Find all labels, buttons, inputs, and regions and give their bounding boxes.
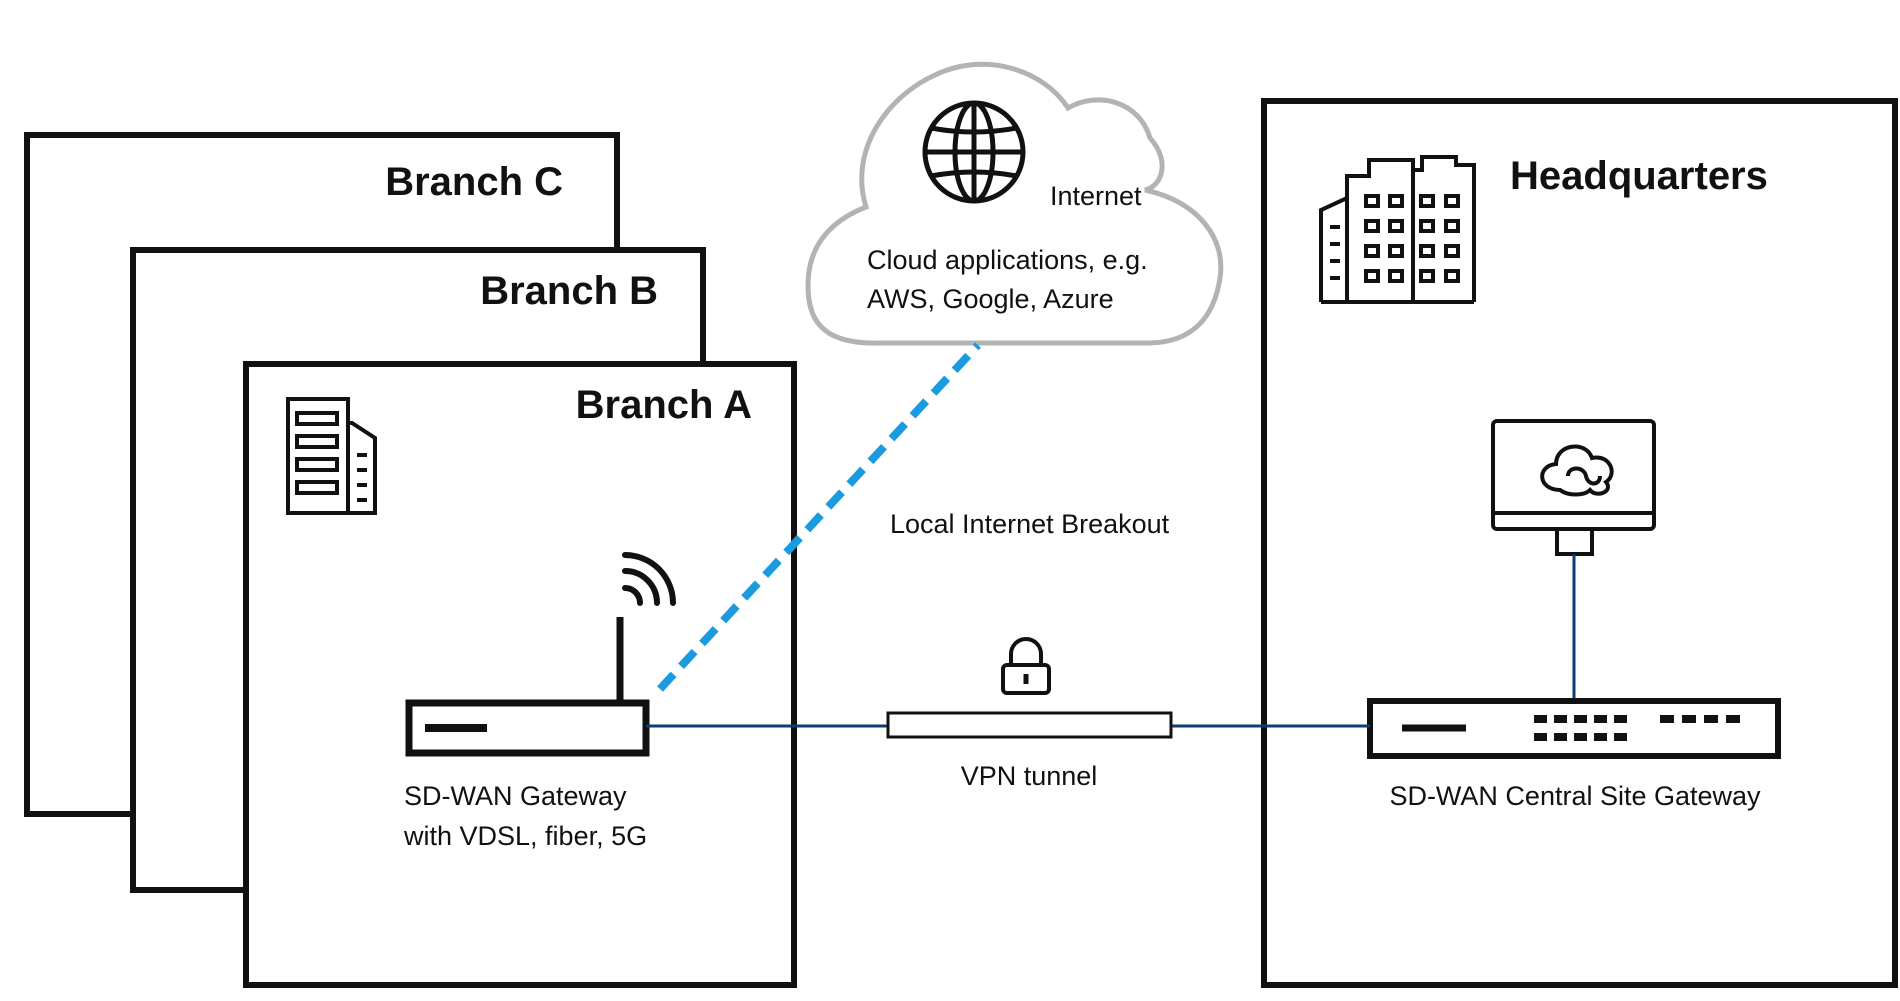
local-breakout-label: Local Internet Breakout [890, 509, 1170, 539]
sdwan-gateway-router [405, 699, 650, 757]
internet-cloud: Internet Cloud applications, e.g. AWS, G… [805, 61, 1224, 346]
headquarters-title: Headquarters [1510, 154, 1768, 198]
cloud-outline [805, 61, 1224, 346]
office-building-icon [286, 397, 377, 515]
central-site-gateway-switch [1367, 698, 1781, 759]
branch-a-title: Branch A [576, 383, 752, 427]
internet-label: Internet [1050, 181, 1142, 211]
padlock-icon [1001, 637, 1051, 695]
cloud-server-icon [1491, 419, 1656, 556]
globe-icon [922, 100, 1026, 204]
wifi-signal-icon [622, 552, 676, 606]
cloud-apps-line2: AWS, Google, Azure [867, 284, 1114, 314]
branch-b-title: Branch B [480, 269, 658, 313]
local-breakout-line [657, 342, 981, 692]
branch-gateway-label-line2: with VDSL, fiber, 5G [403, 821, 647, 851]
branch-gateway-label-line1: SD-WAN Gateway [404, 781, 627, 811]
branch-c-title: Branch C [385, 160, 563, 204]
vpn-tunnel-bar [886, 711, 1173, 739]
central-gateway-label: SD-WAN Central Site Gateway [1389, 781, 1761, 811]
vpn-tunnel-label: VPN tunnel [961, 761, 1098, 791]
office-tower-icon [1319, 155, 1476, 304]
cloud-apps-line1: Cloud applications, e.g. [867, 245, 1148, 275]
